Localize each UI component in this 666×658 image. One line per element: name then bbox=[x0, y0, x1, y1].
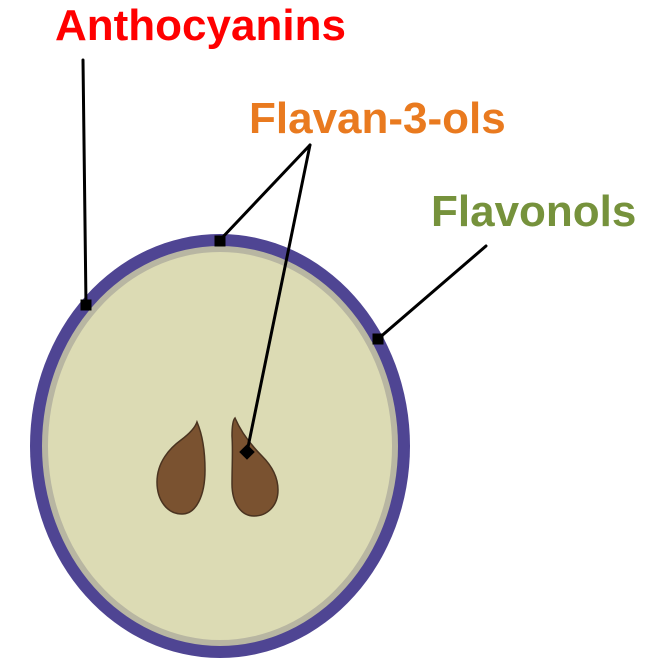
flavonols-marker bbox=[373, 334, 384, 345]
anthocyanins-marker bbox=[81, 300, 92, 311]
anthocyanins-leader-line bbox=[83, 60, 86, 305]
flavonols-label: Flavonols bbox=[431, 187, 636, 236]
berry-pulp bbox=[48, 252, 392, 640]
flavan3ols-skin-marker bbox=[215, 236, 226, 247]
flavonols-leader-line bbox=[378, 246, 486, 339]
anthocyanins-label: Anthocyanins bbox=[55, 1, 346, 50]
flavan3ols-label: Flavan-3-ols bbox=[249, 94, 506, 143]
flavan3ols-leader-line-skin bbox=[220, 145, 310, 240]
